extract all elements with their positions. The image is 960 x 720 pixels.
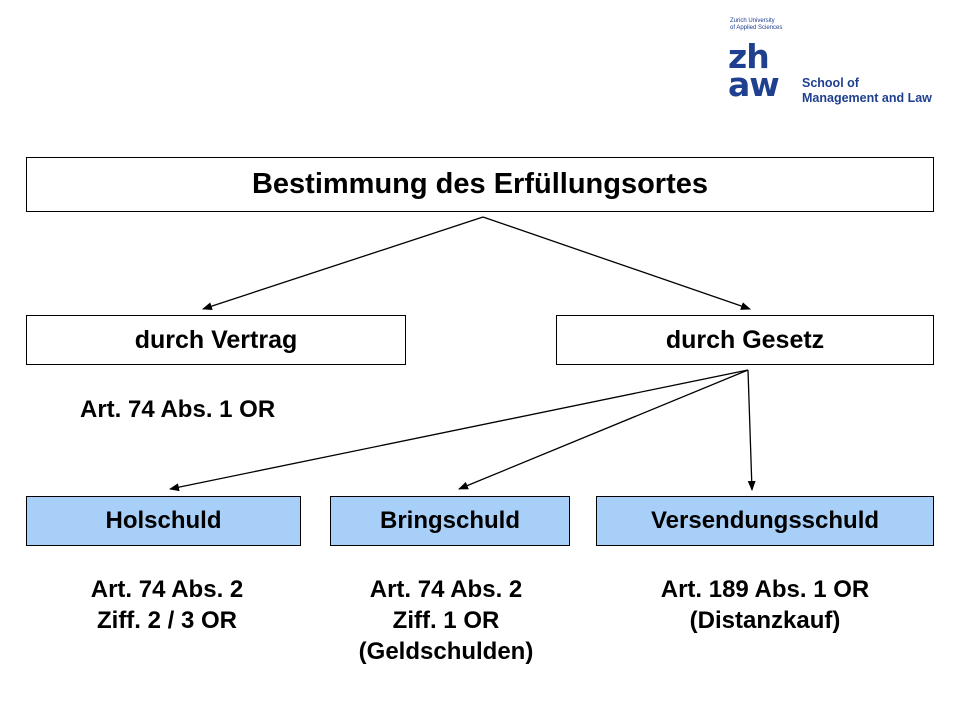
versendungsschuld-note-line: (Distanzkauf) — [689, 607, 841, 634]
bringschuld-note-line: Art. 74 Abs. 2 — [369, 576, 523, 603]
contract-note: Art. 74 Abs. 1 OR — [80, 396, 276, 423]
holschuld-note: Art. 74 Abs. 2 Ziff. 2 / 3 OR — [26, 574, 308, 636]
logo-school-text: School of Management and Law — [802, 76, 932, 105]
arrow-title-to-law — [482, 216, 751, 310]
box-by-law: durch Gesetz — [556, 315, 934, 365]
holschuld-note-line: Art. 74 Abs. 2 — [90, 576, 244, 603]
versendungsschuld-note-line: Art. 189 Abs. 1 OR — [660, 576, 870, 603]
arrow-law-to-bringschuld — [458, 369, 749, 490]
logo-university-text: Zurich University of Applied Sciences — [730, 18, 783, 31]
bringschuld-note-line: Ziff. 1 OR — [392, 607, 500, 634]
box-bringschuld: Bringschuld — [330, 496, 570, 546]
box-versendungsschuld: Versendungsschuld — [596, 496, 934, 546]
logo-mark-bottom: aw — [728, 65, 780, 104]
holschuld-note-line: Ziff. 2 / 3 OR — [96, 607, 237, 634]
arrow-title-to-contract — [202, 216, 484, 310]
zhaw-logo: Zurich University of Applied Sciences zh… — [720, 18, 945, 108]
versendungsschuld-note: Art. 189 Abs. 1 OR (Distanzkauf) — [596, 574, 934, 636]
logo-mark-top: zh — [728, 37, 770, 76]
box-holschuld: Holschuld — [26, 496, 301, 546]
arrow-law-to-versendungsschuld — [747, 369, 756, 491]
bringschuld-note: Art. 74 Abs. 2 Ziff. 1 OR (Geldschulden) — [316, 574, 576, 667]
title-box: Bestimmung des Erfüllungsortes — [26, 157, 934, 212]
arrow-law-to-holschuld — [169, 369, 749, 492]
bringschuld-note-line: (Geldschulden) — [358, 638, 534, 665]
box-by-contract: durch Vertrag — [26, 315, 406, 365]
